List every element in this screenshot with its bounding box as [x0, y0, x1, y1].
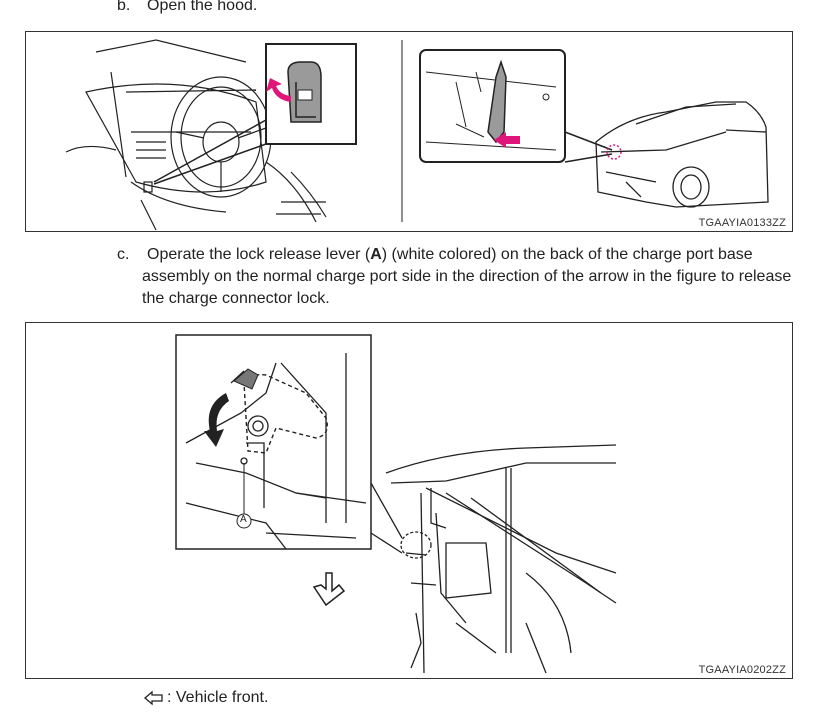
- lever-location-marker: [400, 531, 432, 559]
- vehicle-front-arrow-icon: [143, 690, 167, 706]
- step-c-text-before: Operate the lock release lever (: [147, 246, 371, 263]
- callout-a-circle: [236, 513, 252, 529]
- engine-bay-drawing: [385, 444, 617, 674]
- step-c-text: Operate the lock release lever (A) (whit…: [117, 244, 807, 310]
- legend: : Vehicle front.: [143, 689, 268, 707]
- lock-release-illustration: [175, 334, 617, 674]
- step-c-marker: c.: [117, 246, 130, 263]
- lock-release-figure: A TGAAYIA0202ZZ: [25, 322, 793, 679]
- hood-latch-inset: [419, 49, 613, 163]
- figure-code: TGAAYIA0202ZZ: [698, 664, 786, 676]
- step-c: c. Operate the lock release lever (A) (w…: [117, 244, 807, 310]
- step-b-text: Open the hood.: [147, 0, 258, 14]
- latch-location-marker: [606, 144, 622, 160]
- latch-push-arrow-icon: [494, 132, 520, 148]
- step-b-marker: b.: [117, 0, 131, 14]
- legend-text: : Vehicle front.: [167, 689, 269, 706]
- lock-lever-inset: [175, 334, 403, 554]
- lever-label: A: [370, 246, 382, 263]
- hood-release-illustration: [65, 39, 769, 231]
- callout-a-label: A: [240, 514, 247, 525]
- vehicle-drawing: [595, 101, 769, 208]
- dashboard-drawing: [65, 39, 327, 231]
- step-c-text-after: ) (white colored) on the back of the cha…: [142, 246, 792, 307]
- hood-release-figure: TGAAYIA0133ZZ: [25, 31, 793, 232]
- pull-direction-arrow-icon: [266, 78, 291, 102]
- figure-code: TGAAYIA0133ZZ: [698, 217, 786, 229]
- vehicle-front-arrow-icon: [312, 572, 346, 607]
- step-b: b. Open the hood.: [117, 0, 257, 15]
